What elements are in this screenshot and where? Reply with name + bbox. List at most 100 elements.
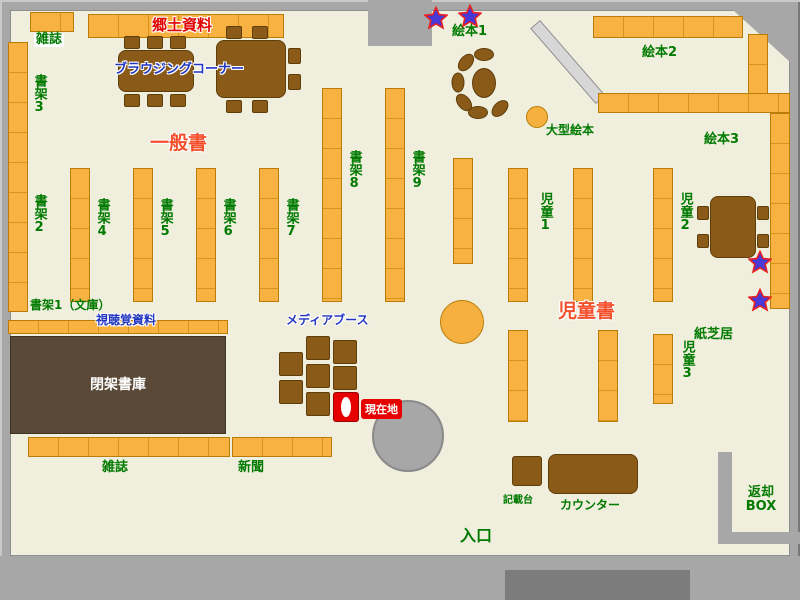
shelf-shoka6 bbox=[196, 168, 216, 302]
newspapers-label: 新聞 bbox=[238, 460, 265, 475]
chair bbox=[226, 100, 242, 113]
shelf6-label: 書架6 bbox=[220, 198, 236, 239]
shelf7-label: 書架7 bbox=[283, 198, 299, 239]
shelf-shoka7 bbox=[259, 168, 279, 302]
local-history-label: 郷土資料 bbox=[152, 16, 213, 34]
chair bbox=[252, 100, 268, 113]
browsing-table-2 bbox=[216, 40, 286, 98]
shelf-children-mid bbox=[573, 168, 593, 302]
current-location-dot bbox=[341, 397, 351, 417]
children1-label: 児童1 bbox=[537, 192, 553, 233]
star-icon bbox=[424, 6, 448, 30]
story-seat-center bbox=[472, 68, 496, 98]
chair bbox=[147, 94, 163, 107]
round-table bbox=[440, 300, 484, 344]
media-booth-square bbox=[306, 392, 330, 416]
star-icon bbox=[748, 288, 772, 312]
story-seat bbox=[474, 48, 494, 61]
browsing-table-1 bbox=[118, 50, 194, 92]
form-desk bbox=[512, 456, 542, 486]
shelf-shoka9 bbox=[385, 88, 405, 302]
shelf-children-low2 bbox=[598, 330, 618, 422]
media-booth-square bbox=[279, 380, 303, 404]
shelf-children-low1 bbox=[508, 330, 528, 422]
form-desk-label: 記載台 bbox=[503, 495, 533, 506]
picturebooks2-label: 絵本2 bbox=[642, 45, 678, 60]
wall-returnbox-vertical bbox=[718, 452, 732, 544]
shelf-children1 bbox=[508, 168, 528, 302]
audio-visual-label: 視聴覚資料 bbox=[96, 313, 157, 327]
shelf-center bbox=[453, 158, 473, 264]
chair bbox=[170, 94, 186, 107]
magazines-bottom-label: 雑誌 bbox=[102, 460, 129, 475]
closed-stacks-label: 閉架書庫 bbox=[90, 376, 146, 393]
star-icon bbox=[458, 4, 482, 28]
media-booth-square bbox=[306, 336, 330, 360]
entrance-mat bbox=[505, 570, 690, 600]
picturebooks1-label: 絵本1 bbox=[452, 24, 488, 39]
chair bbox=[124, 94, 140, 107]
chair bbox=[147, 36, 163, 49]
shelf-right-wall bbox=[770, 113, 790, 309]
chair bbox=[288, 48, 301, 64]
wall-top-notch bbox=[368, 0, 432, 46]
shelf9-label: 書架9 bbox=[409, 150, 425, 191]
children3-label: 児童3 bbox=[679, 340, 695, 381]
kamishibai-label: 紙芝居 bbox=[694, 327, 734, 342]
shelf-shoka8 bbox=[322, 88, 342, 302]
chair bbox=[288, 74, 301, 90]
large-picturebook-stand bbox=[526, 106, 548, 128]
shelf-magazines-top bbox=[30, 12, 74, 32]
media-booth-square bbox=[279, 352, 303, 376]
shelf3-label: 書架3 bbox=[31, 74, 47, 115]
media-booth-square bbox=[333, 340, 357, 364]
shelf-shoka4 bbox=[70, 168, 90, 302]
current-location-booth bbox=[333, 392, 359, 422]
magazines-top-label: 雑誌 bbox=[34, 32, 65, 47]
shelf5-label: 書架5 bbox=[157, 198, 173, 239]
shelf-local-history bbox=[88, 14, 284, 38]
chair bbox=[124, 36, 140, 49]
chair bbox=[757, 234, 769, 248]
media-booth-square bbox=[306, 364, 330, 388]
shelf-top-right bbox=[748, 34, 768, 94]
chair bbox=[252, 26, 268, 39]
shelf2-label: 書架2 bbox=[31, 194, 47, 235]
shelf-children2 bbox=[653, 168, 673, 302]
shelf-newspapers bbox=[232, 437, 332, 457]
children2-label: 児童2 bbox=[677, 192, 693, 233]
shelf-magazines-bottom bbox=[28, 437, 230, 457]
return-box-label: 返却 BOX bbox=[745, 485, 777, 514]
chair bbox=[757, 206, 769, 220]
story-seat bbox=[451, 72, 465, 93]
wall-returnbox-bottom bbox=[718, 532, 800, 544]
shelf4-label: 書架4 bbox=[94, 198, 110, 239]
entrance-label: 入口 bbox=[460, 526, 493, 545]
general-books-label: 一般書 bbox=[150, 132, 208, 154]
chair bbox=[226, 26, 242, 39]
picturebooks3-label: 絵本3 bbox=[704, 132, 740, 147]
current-location-label: 現在地 bbox=[361, 399, 402, 419]
shelf-audio-visual bbox=[8, 320, 228, 334]
star-icon bbox=[748, 250, 772, 274]
media-booth-square bbox=[333, 366, 357, 390]
chair bbox=[697, 234, 709, 248]
chair bbox=[170, 36, 186, 49]
closed-stacks-room: 閉架書庫 bbox=[10, 336, 226, 434]
shelf1-bunko-label: 書架1（文庫） bbox=[30, 298, 111, 312]
pillar bbox=[372, 400, 444, 472]
children-books-label: 児童書 bbox=[558, 300, 616, 322]
shelf-shoka5 bbox=[133, 168, 153, 302]
chair bbox=[697, 206, 709, 220]
counter-label: カウンター bbox=[560, 498, 621, 512]
reading-table bbox=[710, 196, 756, 258]
shelf-left-wall bbox=[8, 42, 28, 312]
browsing-corner-label: ブラウジングコーナー bbox=[114, 62, 245, 77]
large-picturebooks-label: 大型絵本 bbox=[546, 123, 595, 137]
shelf8-label: 書架8 bbox=[346, 150, 362, 191]
story-seat bbox=[468, 106, 488, 119]
counter-desk bbox=[548, 454, 638, 494]
shelf-picturebooks2 bbox=[593, 16, 743, 38]
media-booth-label: メディアブース bbox=[286, 313, 369, 327]
